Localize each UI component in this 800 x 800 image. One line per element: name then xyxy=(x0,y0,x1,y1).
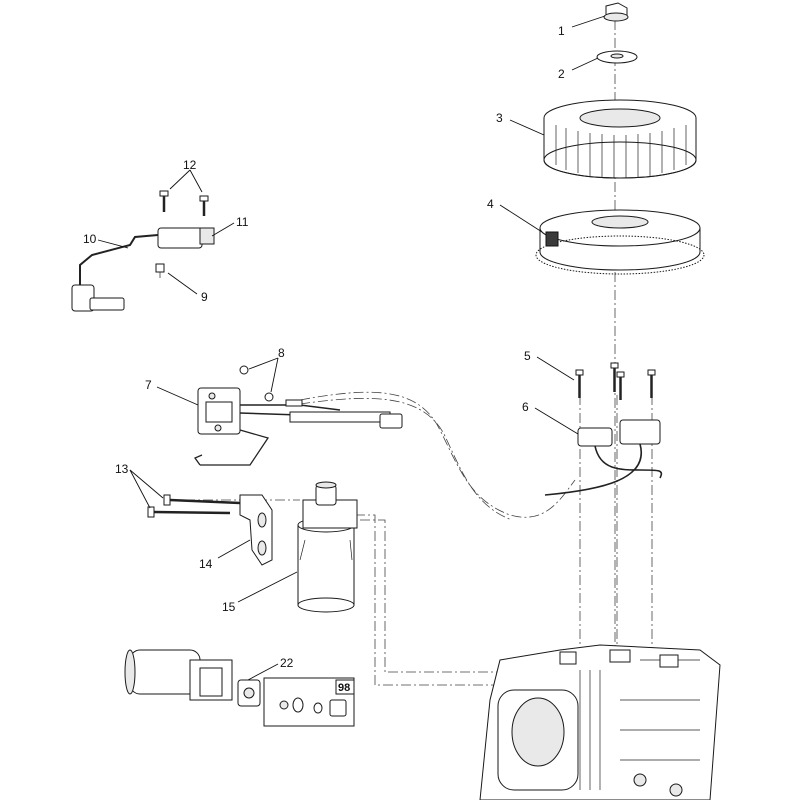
kit-box xyxy=(263,677,355,727)
callout-6: 6 xyxy=(522,400,529,414)
callout-8: 8 xyxy=(278,346,285,360)
callout-10: 10 xyxy=(83,232,97,246)
callout-12: 12 xyxy=(183,158,197,172)
starter-bracket-part xyxy=(239,494,273,566)
bolts-13-part xyxy=(147,494,241,518)
engine-block-part xyxy=(479,644,721,800)
callout-4: 4 xyxy=(487,197,494,211)
callout-14: 14 xyxy=(199,557,213,571)
callout-1: 1 xyxy=(558,24,565,38)
leader-lines xyxy=(97,15,606,681)
callout-2: 2 xyxy=(558,67,565,81)
callout-5: 5 xyxy=(524,349,531,363)
callout-9: 9 xyxy=(201,290,208,304)
washer-part xyxy=(596,50,638,64)
callout-7: 7 xyxy=(145,378,152,392)
starter-motor-part xyxy=(297,481,358,613)
callout-11: 11 xyxy=(236,215,249,229)
flywheel-part xyxy=(535,209,705,275)
starter-drive-part xyxy=(124,649,261,707)
callout-numbers: 1 2 3 4 5 6 7 8 9 10 11 12 13 14 15 22 9… xyxy=(83,24,565,694)
ignition-module-part xyxy=(194,387,403,466)
callout-22: 22 xyxy=(280,656,294,670)
clips-part xyxy=(239,365,274,402)
bolts-5-part xyxy=(575,362,656,400)
callout-13: 13 xyxy=(115,462,129,476)
flange-nut-part xyxy=(603,2,629,22)
cooling-fan-part xyxy=(543,99,697,179)
ignition-coil-part xyxy=(71,190,215,312)
callout-15: 15 xyxy=(222,600,236,614)
callout-3: 3 xyxy=(496,111,503,125)
charging-coil-part xyxy=(544,419,663,496)
kit-label: 98 xyxy=(338,682,350,694)
